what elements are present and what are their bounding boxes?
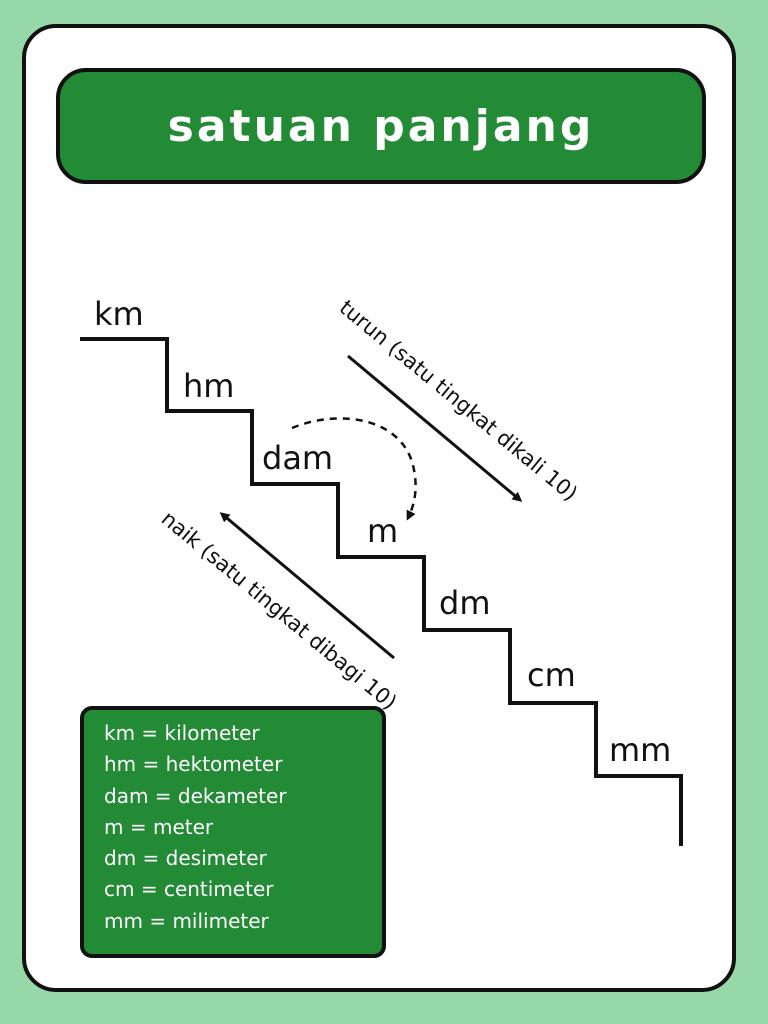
step-label-cm: cm bbox=[527, 656, 576, 694]
legend-item-dm: dm = desimeter bbox=[104, 846, 267, 871]
step-label-mm: mm bbox=[609, 731, 671, 769]
legend-item-km: km = kilometer bbox=[104, 721, 260, 745]
down-arrow-label: turun (satu tingkat dikali 10) bbox=[335, 295, 582, 505]
legend-item-mm: mm = milimeter bbox=[104, 908, 269, 933]
up-arrow bbox=[219, 512, 395, 660]
step-label-dam: dam bbox=[262, 439, 333, 477]
step-label-dm: dm bbox=[439, 584, 490, 622]
step-label-hm: hm bbox=[183, 367, 234, 405]
unit-legend: km = kilometer hm = hektometer dam = dek… bbox=[80, 706, 386, 958]
step-label-km: km bbox=[94, 295, 144, 333]
down-arrow bbox=[347, 354, 523, 502]
legend-item-m: m = meter bbox=[104, 814, 214, 839]
up-arrow-label: naik (satu tingkat dibagi 10) bbox=[157, 506, 402, 714]
step-label-m: m bbox=[367, 512, 398, 550]
legend-item-cm: cm = centimeter bbox=[104, 877, 274, 902]
page-title: satuan panjang bbox=[167, 100, 595, 152]
legend-item-dam: dam = dekameter bbox=[104, 783, 287, 808]
title-banner: satuan panjang bbox=[56, 68, 706, 184]
legend-item-hm: hm = hektometer bbox=[104, 752, 283, 777]
staircase-line bbox=[80, 337, 683, 846]
